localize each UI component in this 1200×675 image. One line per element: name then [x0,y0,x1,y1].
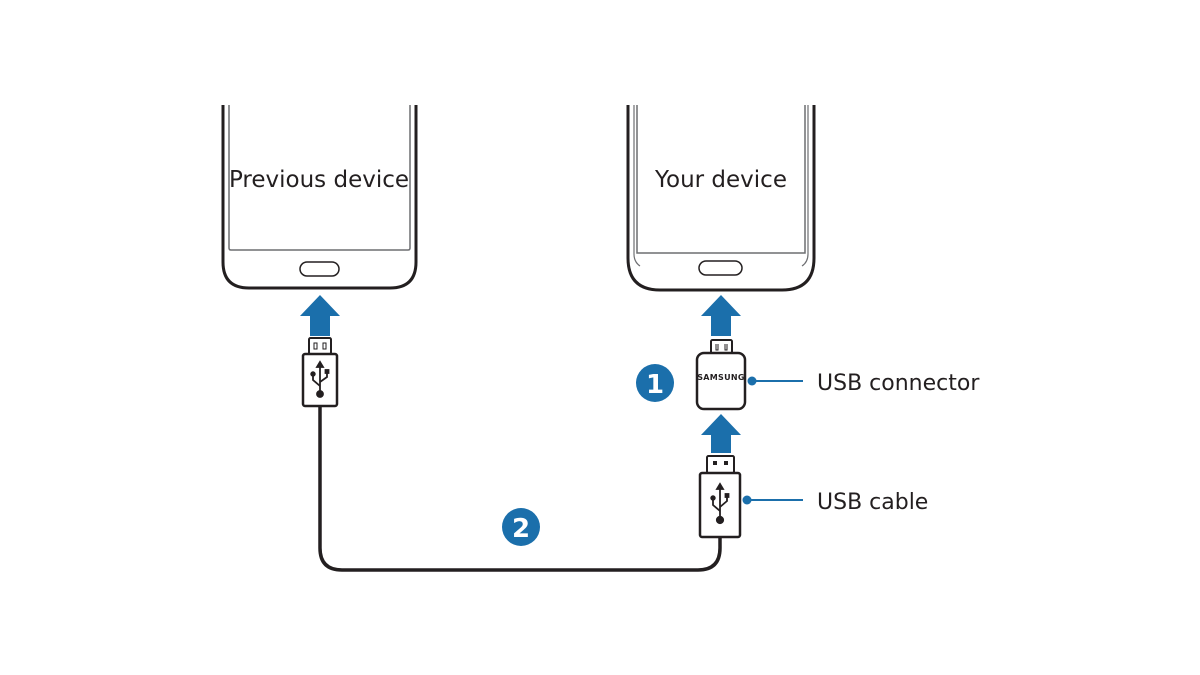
previous-device-home-button [299,261,340,277]
previous-device: Previous device [221,105,418,290]
your-device-screen [636,105,806,254]
usb-connector: SAMSUNG [695,339,747,411]
your-device-edge [633,105,809,267]
your-device: Your device [626,105,816,292]
your-device-outline [626,105,816,292]
arrow-up-icon [701,414,741,453]
step-badge-1: 1 [636,364,674,402]
usb-a-plug [698,455,742,539]
previous-device-outline [221,105,418,290]
previous-device-label: Previous device [229,167,409,193]
usb-symbol-icon [310,360,330,398]
callout-usb-cable: USB cable [742,490,928,515]
callout-usb-connector-label: USB connector [817,371,980,396]
micro-usb-plug [301,337,339,408]
previous-device-screen [228,105,411,251]
arrow-up-icon [701,295,741,336]
arrow-up-icon [300,295,340,336]
connector-brand-label: SAMSUNG [697,373,745,382]
callout-usb-cable-label: USB cable [817,490,928,515]
step-badge-2: 2 [502,508,540,546]
usb-symbol-icon [710,482,730,525]
step-badge-2-number: 2 [512,514,530,544]
step-badge-1-number: 1 [646,370,664,400]
callout-usb-connector: USB connector [747,371,980,396]
your-device-home-button [698,260,743,276]
your-device-label: Your device [654,167,787,193]
usb-cable-wire [318,406,722,572]
